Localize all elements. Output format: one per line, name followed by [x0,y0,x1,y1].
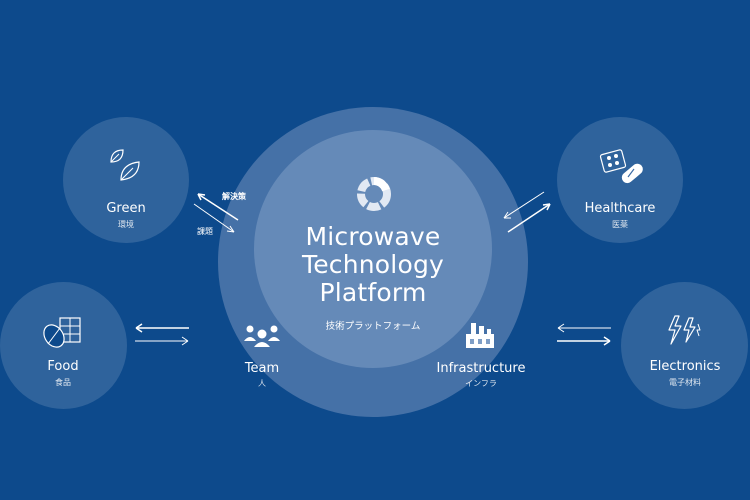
cacao-chocolate-icon [43,317,81,348]
green-label-ja: 環境 [118,220,134,229]
people-icon [244,325,280,347]
electronics-node [621,282,748,409]
pills-icon [599,149,643,184]
team-label: Team [244,361,280,376]
issue-arrow-label: 課題 [197,227,213,236]
food-node [0,282,127,409]
healthcare-label: Healthcare [584,201,656,216]
electronics-label-ja: 電子材料 [669,378,701,387]
green-label: Green [106,201,146,216]
food-label-ja: 食品 [55,378,71,387]
platform-inner-core [254,130,492,368]
healthcare-label-ja: 医薬 [612,220,628,229]
infrastructure-label-ja: インフラ [465,379,497,388]
infrastructure-label: Infrastructure [436,361,526,376]
healthcare-exchange-arrows [503,191,551,233]
platform-subtitle: 技術プラットフォーム [325,321,421,332]
solution-arrow-label: 解決策 [222,192,246,201]
green-exchange-arrows [193,193,239,233]
platform-title-line-3: Platform [319,278,427,307]
team-label-ja: 人 [258,379,266,388]
food-exchange-arrows [135,323,189,346]
electronics-exchange-arrows [557,323,611,346]
platform-logo-icon [357,177,391,211]
green-node [63,117,189,243]
lightning-icon [668,315,701,345]
platform-title-line-1: Microwave [305,222,441,251]
platform-title-line-2: Technology [301,250,445,279]
electronics-label: Electronics [649,359,721,374]
leaves-icon [110,149,140,181]
healthcare-node [557,117,683,243]
factory-icon [466,323,494,348]
food-label: Food [47,359,79,374]
